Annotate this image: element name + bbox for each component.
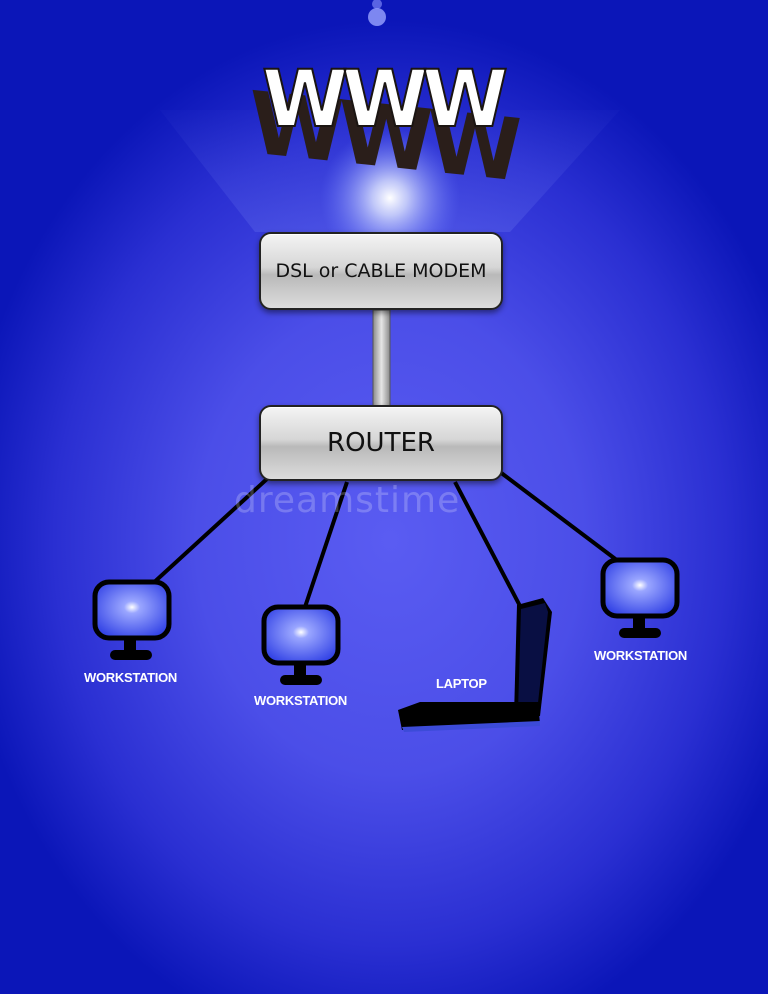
laptop-icon <box>398 598 552 732</box>
router-label: ROUTER <box>327 428 435 458</box>
watermark-text: dreamstime <box>234 480 461 521</box>
modem-router-link <box>372 309 391 407</box>
workstation-label-1: WORKSTATION <box>84 670 177 685</box>
link-workstation-3 <box>498 470 624 566</box>
link-workstation-2 <box>302 481 349 611</box>
top-orb-small <box>368 8 386 26</box>
workstation-icon-1 <box>92 579 172 660</box>
modem-box: DSL or CABLE MODEM <box>259 232 503 310</box>
workstation-label-2: WORKSTATION <box>254 693 347 708</box>
router-box: ROUTER <box>259 405 503 481</box>
www-label: WWW <box>262 55 506 145</box>
modem-label: DSL or CABLE MODEM <box>275 260 487 282</box>
workstation-label-3: WORKSTATION <box>594 648 687 663</box>
workstation-icon-3 <box>600 557 680 638</box>
laptop-label: LAPTOP <box>436 676 487 691</box>
workstation-icon-2 <box>261 604 341 685</box>
www-graphic: WWW WWW <box>250 54 520 202</box>
link-workstation-1 <box>148 476 270 588</box>
link-laptop <box>453 481 522 607</box>
top-orb-tiny <box>372 0 382 9</box>
